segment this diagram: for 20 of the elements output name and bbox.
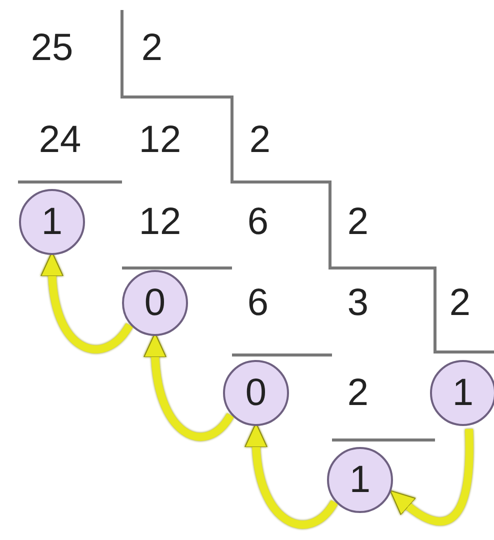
- number-label: 2: [141, 29, 163, 67]
- number-label: 3: [347, 284, 369, 322]
- number-label: 2: [347, 203, 369, 241]
- number-label: 2: [347, 374, 369, 412]
- number-label: 2: [449, 284, 471, 322]
- number-label: 6: [247, 203, 269, 241]
- remainder-digit: 0: [144, 284, 166, 322]
- remainder-digit: 1: [349, 461, 371, 499]
- curved-arrow: [389, 428, 474, 526]
- remainder-digit: 0: [245, 374, 267, 412]
- remainder-circle: [122, 270, 188, 336]
- remainder-digit: 1: [452, 374, 474, 412]
- number-label: 2: [249, 121, 271, 159]
- number-label: 12: [138, 203, 182, 241]
- number-label: 6: [247, 284, 269, 322]
- number-label: 25: [30, 29, 74, 67]
- number-label: 12: [138, 121, 182, 159]
- remainder-circle: [327, 447, 393, 513]
- remainder-digit: 1: [41, 203, 63, 241]
- number-label: 24: [38, 121, 82, 159]
